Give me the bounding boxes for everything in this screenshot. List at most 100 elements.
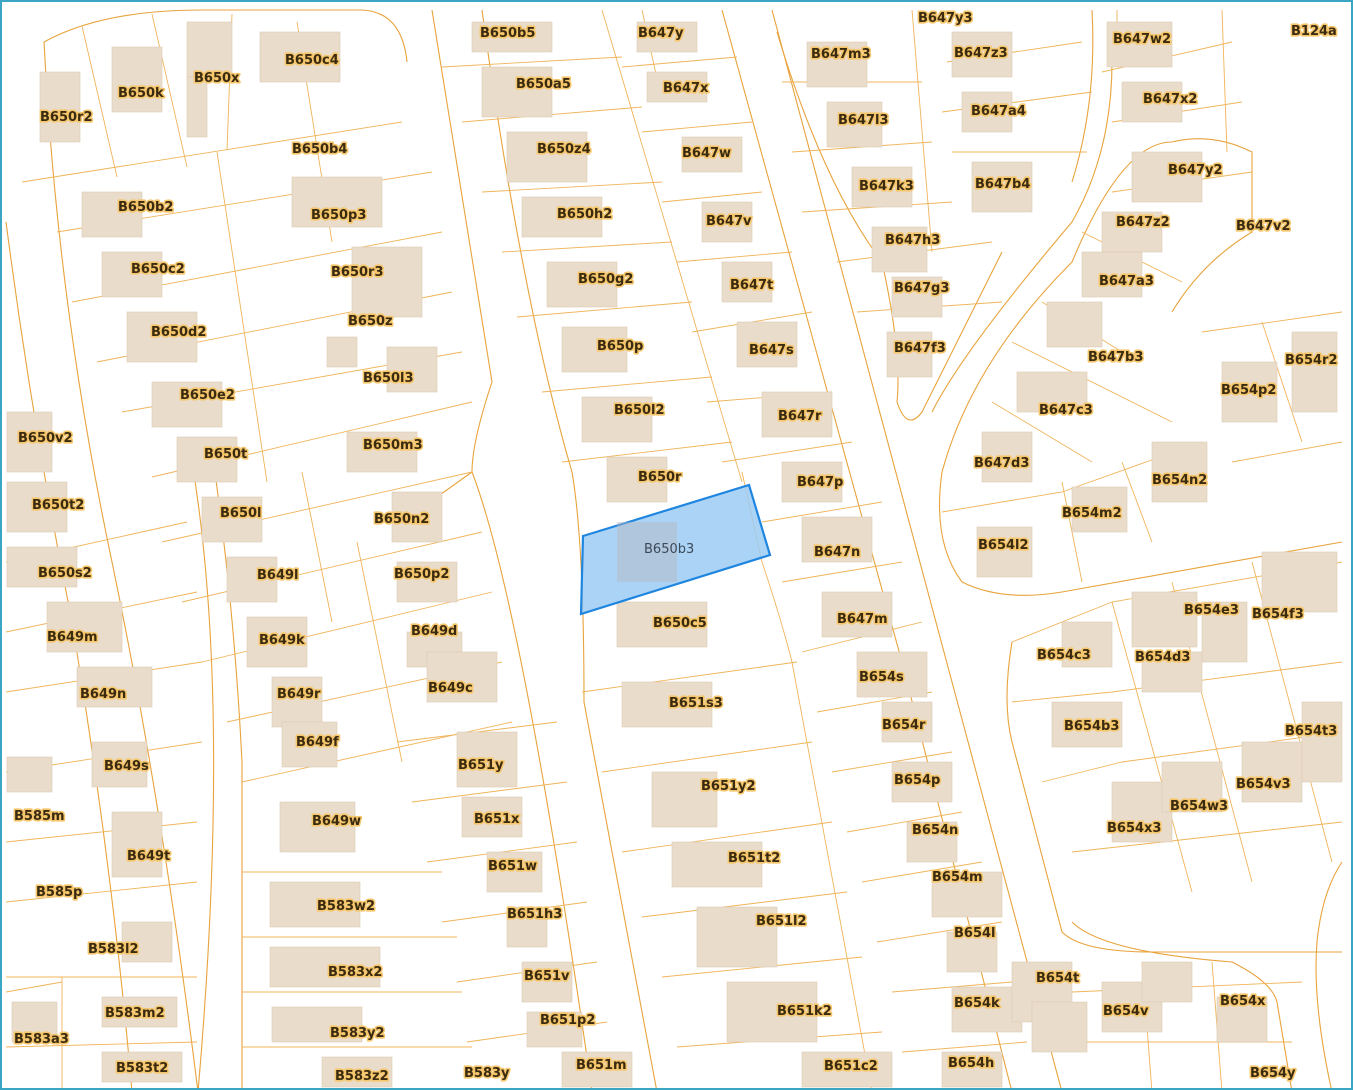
parcel-label[interactable]: B649f — [294, 733, 340, 751]
parcel-label[interactable]: B651h3 — [505, 905, 564, 923]
parcel-label[interactable]: B654x — [1218, 992, 1267, 1010]
parcel-label[interactable]: B647r — [776, 407, 823, 425]
parcel-label[interactable]: B647y3 — [916, 9, 974, 27]
parcel-label[interactable]: B649n — [78, 685, 128, 703]
parcel-label[interactable]: B647a3 — [1097, 272, 1155, 290]
parcel-label[interactable]: B654r2 — [1283, 351, 1339, 369]
parcel-label[interactable]: B647w — [680, 144, 732, 162]
parcel-label[interactable]: B647l3 — [836, 111, 890, 129]
parcel-label[interactable]: B647k3 — [857, 177, 915, 195]
parcel-label[interactable]: B647n — [812, 543, 862, 561]
parcel-label[interactable]: B651l2 — [754, 912, 808, 930]
parcel-label[interactable]: B647d3 — [972, 454, 1031, 472]
parcel-label[interactable]: B647z2 — [1114, 213, 1171, 231]
parcel-label[interactable]: B647v2 — [1234, 217, 1292, 235]
parcel-label[interactable]: B647v — [704, 212, 753, 230]
selected-parcel-polygon[interactable] — [579, 483, 772, 616]
parcel-label[interactable]: B583z2 — [333, 1067, 390, 1085]
parcel-label[interactable]: B654m — [930, 868, 984, 886]
parcel-label[interactable]: B650r2 — [38, 108, 94, 126]
parcel-label[interactable]: B124a — [1289, 22, 1338, 40]
parcel-label[interactable]: B654w3 — [1168, 797, 1229, 815]
parcel-label[interactable]: B647s — [747, 341, 795, 359]
parcel-label[interactable]: B651s3 — [667, 694, 724, 712]
parcel-label[interactable]: B654v3 — [1234, 775, 1292, 793]
parcel-label[interactable]: B654y — [1248, 1064, 1297, 1082]
parcel-label[interactable]: B650l3 — [361, 369, 415, 387]
parcel-label[interactable]: B650e2 — [178, 386, 236, 404]
parcel-label[interactable]: B647y2 — [1166, 161, 1224, 179]
parcel-label[interactable]: B650z — [346, 312, 394, 330]
parcel-label[interactable]: B654h — [946, 1054, 996, 1072]
parcel-label[interactable]: B654m2 — [1060, 504, 1123, 522]
parcel-label[interactable]: B651k2 — [775, 1002, 833, 1020]
parcel-label[interactable]: B654c3 — [1035, 646, 1092, 664]
parcel-label[interactable]: B654s — [857, 668, 905, 686]
parcel-label[interactable]: B654l2 — [976, 536, 1030, 554]
parcel-label[interactable]: B654n — [910, 821, 960, 839]
parcel-label[interactable]: B650x — [192, 69, 241, 87]
parcel-label[interactable]: B654l — [952, 924, 997, 942]
parcel-label[interactable]: B647b3 — [1086, 348, 1145, 366]
parcel-label[interactable]: B647t — [728, 276, 774, 294]
parcel-label[interactable]: B583y — [462, 1064, 511, 1082]
parcel-label[interactable]: B583t2 — [114, 1059, 170, 1077]
parcel-label[interactable]: B650h2 — [555, 205, 614, 223]
parcel-label[interactable]: B647c3 — [1037, 401, 1094, 419]
parcel-label[interactable]: B651v — [522, 967, 571, 985]
parcel-label[interactable]: B650s2 — [36, 564, 93, 582]
parcel-label[interactable]: B650z4 — [535, 140, 592, 158]
parcel-label[interactable]: B651y2 — [699, 777, 757, 795]
parcel-label[interactable]: B647p — [795, 473, 845, 491]
parcel-label[interactable]: B650r — [636, 468, 683, 486]
parcel-label[interactable]: B649s — [102, 757, 150, 775]
parcel-label[interactable]: B650b4 — [290, 140, 349, 158]
parcel-label[interactable]: B651t2 — [726, 849, 782, 867]
parcel-label[interactable]: B650r3 — [329, 263, 385, 281]
parcel-label[interactable]: B651x — [472, 810, 521, 828]
parcel-label[interactable]: B647a4 — [969, 102, 1027, 120]
parcel-label[interactable]: B585p — [34, 883, 84, 901]
parcel-label[interactable]: B583w2 — [315, 897, 376, 915]
parcel-label[interactable]: B583l2 — [86, 940, 140, 958]
parcel-label[interactable]: B649d — [409, 622, 459, 640]
parcel-label[interactable]: B654f3 — [1250, 605, 1305, 623]
parcel-label[interactable]: B647f3 — [892, 339, 947, 357]
parcel-label[interactable]: B650p — [595, 337, 645, 355]
parcel-label[interactable]: B651m — [574, 1056, 628, 1074]
parcel-label[interactable]: B651w — [486, 857, 538, 875]
parcel-label[interactable]: B654t — [1034, 969, 1080, 987]
parcel-label[interactable]: B647b4 — [973, 175, 1032, 193]
parcel-label[interactable]: B654n2 — [1150, 471, 1209, 489]
parcel-label[interactable]: B650a5 — [514, 75, 572, 93]
parcel-label[interactable]: B654v — [1101, 1002, 1150, 1020]
parcel-label[interactable]: B583y2 — [328, 1024, 386, 1042]
parcel-label[interactable]: B654k — [952, 994, 1001, 1012]
parcel-label[interactable]: B654e3 — [1182, 601, 1240, 619]
parcel-label[interactable]: B654p2 — [1219, 381, 1278, 399]
parcel-label[interactable]: B650t — [202, 445, 248, 463]
parcel-label[interactable]: B650p2 — [392, 565, 451, 583]
parcel-label[interactable]: B649w — [310, 812, 362, 830]
parcel-label[interactable]: B649t — [125, 847, 171, 865]
parcel-label[interactable]: B583x2 — [326, 963, 384, 981]
parcel-label[interactable]: B650g2 — [576, 270, 635, 288]
parcel-label[interactable]: B650c4 — [283, 51, 340, 69]
selected-parcel-label[interactable]: B650b3 — [644, 542, 694, 557]
parcel-label[interactable]: B585m — [12, 807, 66, 825]
parcel-label[interactable]: B654t3 — [1283, 722, 1339, 740]
parcel-label[interactable]: B654b3 — [1062, 717, 1121, 735]
parcel-label[interactable]: B647w2 — [1111, 30, 1172, 48]
parcel-label[interactable]: B650p3 — [309, 206, 368, 224]
parcel-label[interactable]: B649m — [45, 628, 99, 646]
parcel-label[interactable]: B649l — [255, 566, 300, 584]
parcel-label[interactable]: B647m — [835, 610, 889, 628]
parcel-label[interactable]: B654p — [892, 771, 942, 789]
parcel-label[interactable]: B650b2 — [116, 198, 175, 216]
parcel-label[interactable]: B650k — [116, 84, 165, 102]
parcel-label[interactable]: B654r — [880, 716, 927, 734]
parcel-label[interactable]: B650v2 — [16, 429, 74, 447]
parcel-label[interactable]: B654x3 — [1105, 819, 1163, 837]
